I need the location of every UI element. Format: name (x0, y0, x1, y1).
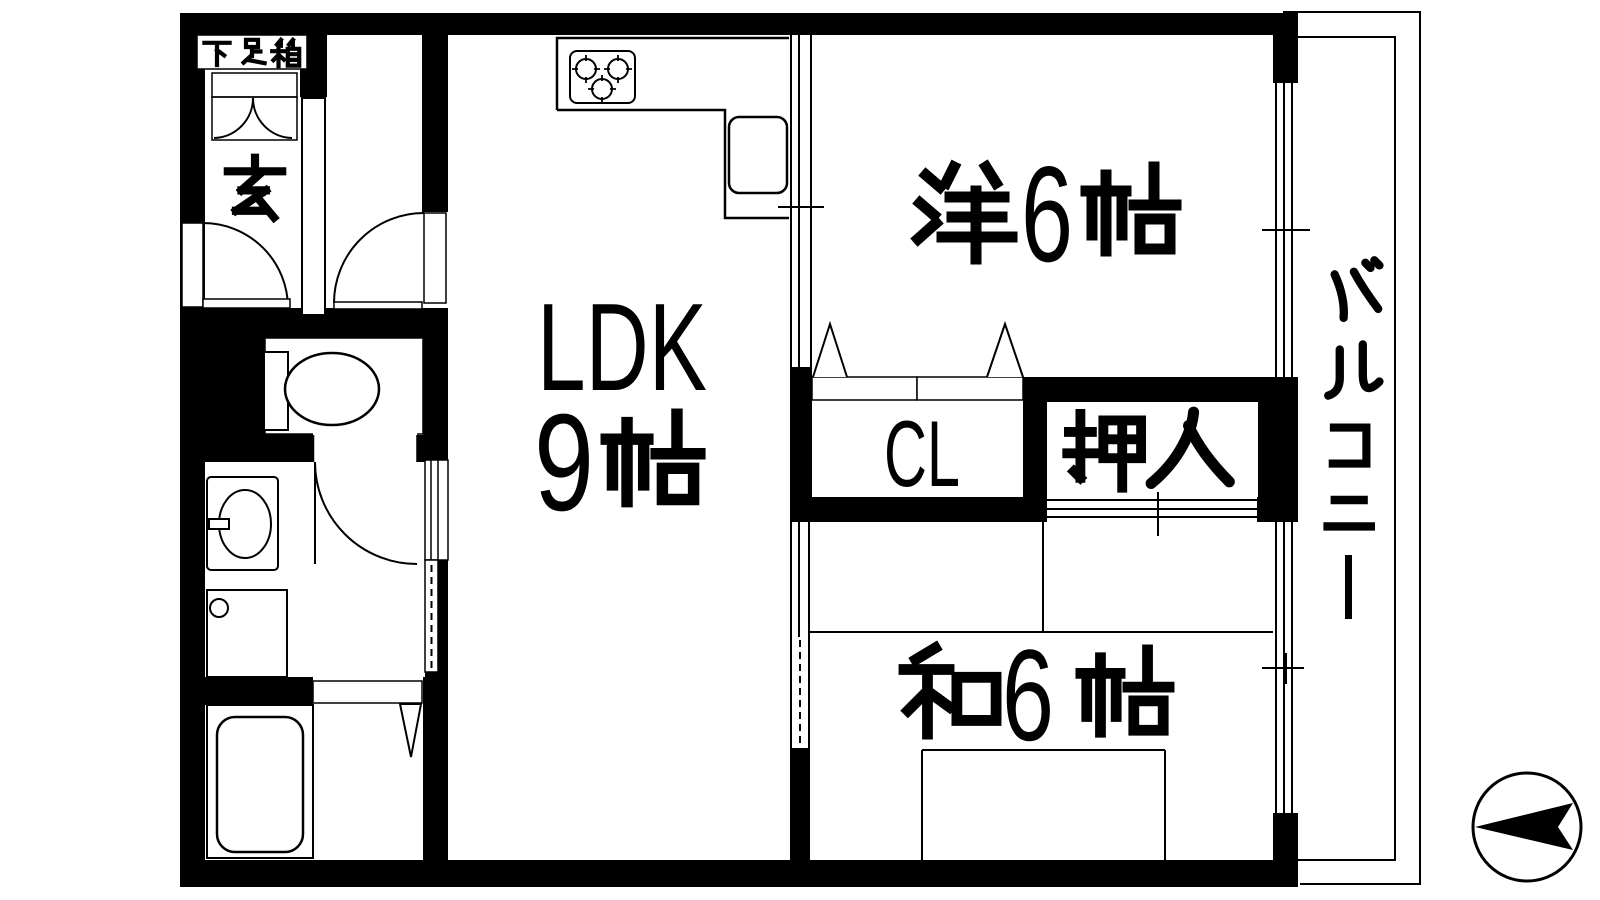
door-arc (333, 212, 425, 304)
door-arc (202, 222, 289, 308)
wall (180, 677, 313, 705)
compass (1471, 771, 1583, 883)
window-tick (1262, 653, 1304, 684)
wall-top (180, 13, 1298, 35)
room-japanese-floor (810, 522, 1273, 860)
accordion-door (424, 459, 449, 673)
label-western-room: 6 (917, 138, 1177, 290)
western-digit: 6 (1021, 138, 1073, 290)
threshold (202, 298, 291, 309)
toilet-bowl (283, 351, 381, 427)
bathroom (206, 680, 423, 859)
wall (180, 432, 313, 462)
hall-door-right (333, 212, 447, 310)
window-east-upper (1262, 83, 1310, 377)
closet-door-panel (811, 376, 918, 401)
hall-door-left (181, 222, 291, 309)
wall-right-upper (1273, 13, 1298, 83)
faucet (208, 518, 230, 530)
kitchen (555, 36, 789, 220)
room-closet-floor (812, 400, 1023, 497)
window-tick (1262, 216, 1310, 244)
window-east-lower (1262, 522, 1304, 813)
threshold (333, 301, 423, 310)
room-bathroom-floor (205, 705, 313, 858)
wall (438, 560, 450, 677)
partition-ldk-western (778, 35, 824, 367)
bath-threshold-strip (312, 680, 423, 704)
wall (790, 367, 812, 377)
toilet-icon (263, 351, 381, 431)
bath-folding-door-triangle (398, 703, 423, 758)
bathroom-outline (206, 704, 314, 859)
balcony-inner-rail (1298, 36, 1396, 861)
entrance-double-door (211, 96, 298, 141)
japanese-digit: 6 (1002, 622, 1054, 768)
bathtub-icon (215, 715, 305, 854)
closet-text: CL (884, 401, 960, 506)
room-western-floor (812, 35, 1273, 377)
ldk-digit: 9 (534, 386, 594, 540)
door-leaf (181, 222, 204, 308)
folding-door-triangle (986, 320, 1024, 378)
room-floors (205, 35, 1273, 860)
compass-arrow (1475, 803, 1573, 850)
kitchen-counter (555, 36, 789, 220)
label-japanese-room: 6 (903, 622, 1170, 768)
wall (180, 340, 265, 435)
partition-wall-outline (301, 97, 326, 316)
wall-right-middle (1273, 377, 1298, 522)
washroom-door (312, 435, 418, 565)
choonpu-bar (1345, 555, 1352, 619)
label-balcony (1327, 259, 1380, 619)
stove-burners (572, 55, 632, 103)
doorway-gap (313, 432, 417, 462)
balcony-outer-rail (1283, 11, 1421, 885)
closet-door-panel (916, 376, 1024, 401)
window-tick (778, 194, 824, 220)
label-shoe-cabinet (196, 34, 308, 70)
ldk-line1: LDK (537, 279, 707, 417)
washing-machine-pan-icon (206, 589, 288, 678)
wall-cavity (424, 459, 449, 561)
door-leaf (423, 212, 447, 304)
wall (423, 672, 450, 860)
washbasin-icon (206, 476, 279, 571)
drain (209, 598, 229, 618)
label-ldk: LDK 9 (534, 279, 707, 540)
oshiire-sliding-doors (1047, 492, 1257, 536)
ldk-japanese-sliding-door (790, 522, 810, 748)
wall-right-lower (1273, 813, 1298, 887)
wall-bottom (180, 860, 1298, 887)
room-ldk-floor (448, 35, 790, 860)
kitchen-sink-icon (727, 115, 789, 195)
wall (422, 35, 448, 212)
wall (790, 748, 810, 860)
entrance-area (181, 72, 447, 316)
balcony (1283, 11, 1421, 885)
label-closet: CL (884, 401, 960, 506)
tatami-lines (810, 522, 1273, 860)
wall (417, 435, 450, 462)
closet-doors (811, 320, 1024, 401)
door-arc (314, 461, 418, 565)
folding-door-triangle (812, 320, 848, 378)
